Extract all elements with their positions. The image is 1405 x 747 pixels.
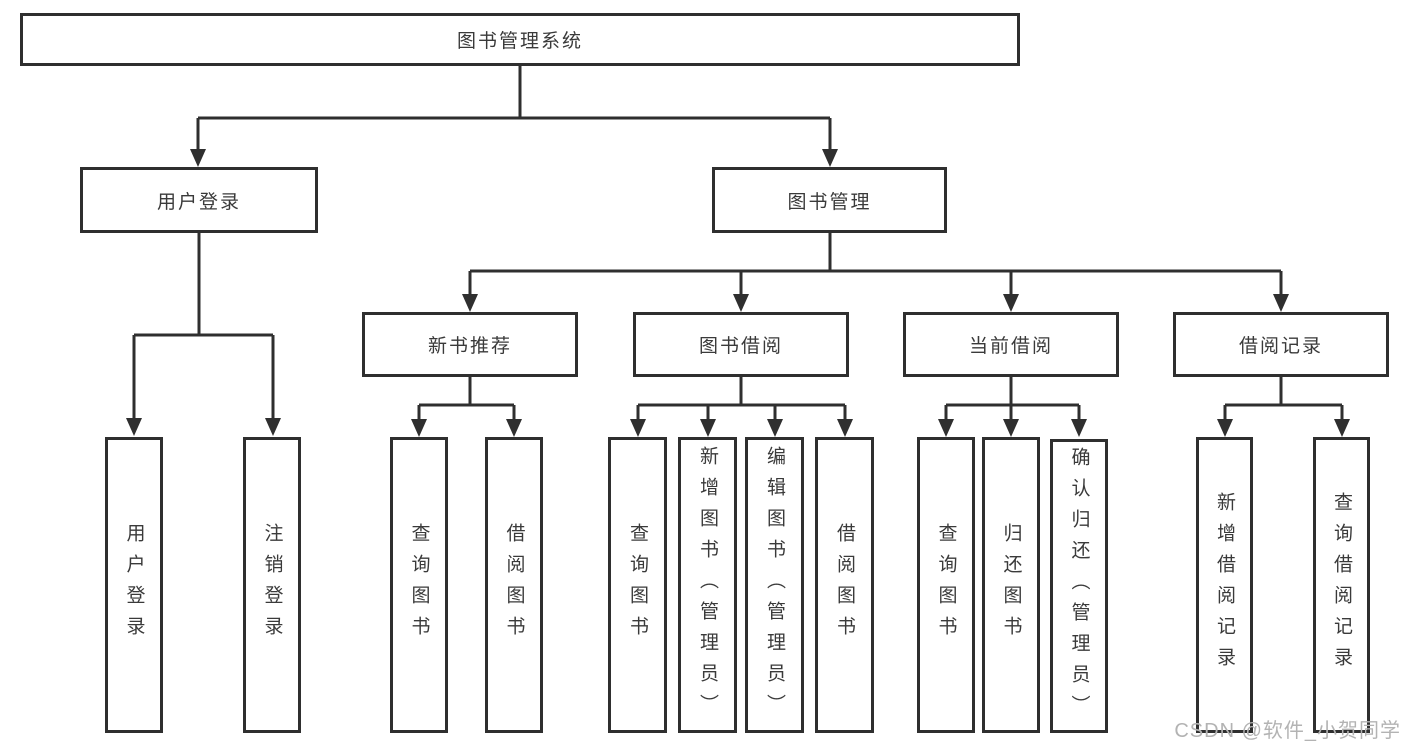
node-book-management: 图书管理 [712,167,947,233]
leaf-query-books-current: 查询图书 [917,437,975,733]
node-new-book-recommend: 新书推荐 [362,312,578,377]
tree-edges [132,65,1344,424]
node-borrowing-records: 借阅记录 [1173,312,1389,377]
leaf-user-login: 用户登录 [105,437,163,733]
node-library-management-system: 图书管理系统 [20,13,1020,66]
node-user-login: 用户登录 [80,167,318,233]
leaf-borrow-books-recommend: 借阅图书 [485,437,543,733]
leaf-query-borrow-record: 查询借阅记录 [1313,437,1370,733]
leaf-query-books-borrow: 查询图书 [608,437,667,733]
node-current-borrowing: 当前借阅 [903,312,1119,377]
leaf-borrow-books: 借阅图书 [815,437,874,733]
leaf-query-books-recommend: 查询图书 [390,437,448,733]
leaf-add-borrow-record: 新增借阅记录 [1196,437,1253,733]
leaf-edit-books-admin: 编辑图书（管理员） [745,437,804,733]
leaf-return-books: 归还图书 [982,437,1040,733]
leaf-logout-login: 注销登录 [243,437,301,733]
leaf-add-books-admin: 新增图书（管理员） [678,437,737,733]
csdn-watermark: CSDN @软件_小贺同学 [1174,720,1401,742]
leaf-confirm-return-admin: 确认归还（管理员） [1050,439,1108,733]
node-book-borrowing: 图书借阅 [633,312,849,377]
